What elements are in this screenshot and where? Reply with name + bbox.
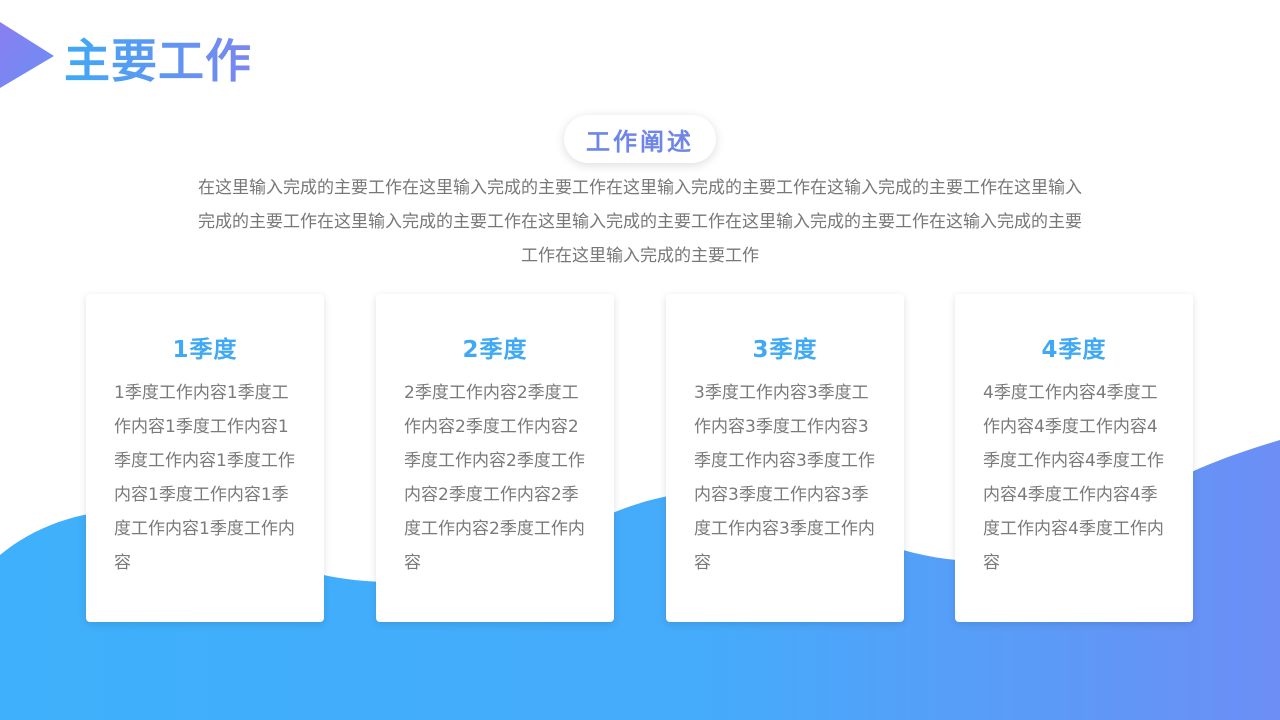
quarter-card-body: 2季度工作内容2季度工作内容2季度工作内容2季度工作内容2季度工作内容2季度工作… <box>404 383 585 573</box>
page-title: 主要工作 <box>64 30 252 92</box>
quarter-card-4: 4季度 4季度工作内容4季度工作内容4季度工作内容4季度工作内容4季度工作内容4… <box>955 294 1193 622</box>
quarter-card-body: 1季度工作内容1季度工作内容1季度工作内容1季度工作内容1季度工作内容1季度工作… <box>114 383 295 573</box>
quarter-card-title: 2季度 <box>462 337 528 363</box>
quarter-card-title: 4季度 <box>1041 337 1107 363</box>
section-description: 在这里输入完成的主要工作在这里输入完成的主要工作在这里输入完成的主要工作在这输入… <box>198 178 1082 266</box>
quarter-card-3: 3季度 3季度工作内容3季度工作内容3季度工作内容3季度工作内容3季度工作内容3… <box>666 294 904 622</box>
quarter-card-title: 3季度 <box>752 337 818 363</box>
section-label-pill: 工作阐述 <box>564 115 716 163</box>
triangle-arrow-icon <box>0 22 54 88</box>
quarter-card-body: 4季度工作内容4季度工作内容4季度工作内容4季度工作内容4季度工作内容4季度工作… <box>983 383 1164 573</box>
section-label: 工作阐述 <box>586 127 694 156</box>
quarter-card-body: 3季度工作内容3季度工作内容3季度工作内容3季度工作内容3季度工作内容3季度工作… <box>694 383 875 573</box>
quarter-card-2: 2季度 2季度工作内容2季度工作内容2季度工作内容2季度工作内容2季度工作内容2… <box>376 294 614 622</box>
quarter-card-1: 1季度 1季度工作内容1季度工作内容1季度工作内容1季度工作内容1季度工作内容1… <box>86 294 324 622</box>
quarter-card-title: 1季度 <box>172 337 238 363</box>
